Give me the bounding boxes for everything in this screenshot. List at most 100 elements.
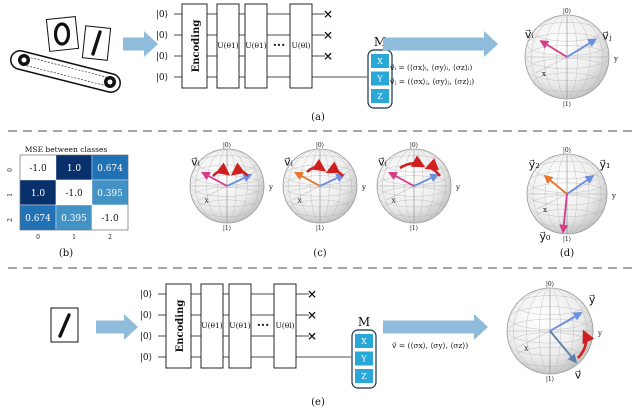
- panel-label-b: (b): [59, 248, 73, 259]
- a-encoding-label: Encoding: [191, 20, 202, 73]
- d-vector-2: [559, 193, 569, 234]
- b-cell-value-0-1: 1.0: [67, 164, 82, 174]
- b-cell-value-1-1: -1.0: [65, 189, 83, 199]
- e-basis-label-X: X: [361, 337, 367, 346]
- b-cell-value-0-2: 0.674: [97, 164, 123, 174]
- c414-rotation-arrow-1: [424, 158, 442, 177]
- a-qubit-label-2: |0⟩: [156, 52, 168, 62]
- c227-ket0-label: |0⟩: [223, 142, 231, 149]
- a-discard-marker-2: ×: [323, 49, 333, 63]
- c320-ket0-label: |0⟩: [316, 142, 324, 149]
- b-cell-1-0: [19, 179, 57, 206]
- c227-vector-1: [226, 173, 253, 187]
- d-vector-1: [566, 174, 595, 195]
- e-flow-arrow-output: [383, 314, 488, 340]
- c320-bloch-sphere: |0⟩|1⟩xyv⃗ᵢ: [282, 142, 366, 232]
- a-qubit-label-1: |0⟩: [156, 31, 168, 41]
- c320-vector-0: [293, 171, 321, 187]
- a-layer-dots: ···: [273, 38, 286, 52]
- b-col-tick-2: 2: [108, 234, 112, 241]
- d-vector-label-1: y⃗₁: [600, 158, 611, 171]
- a-vector-label-0: v⃗ᵢ: [525, 28, 535, 41]
- b-cell-2-2: [91, 204, 129, 231]
- b-cell-value-0-0: -1.0: [29, 164, 47, 174]
- a-axis-x-label: x: [542, 70, 546, 78]
- d-vector-label-2: y⃗₀: [540, 230, 552, 243]
- e-unitary-label-1: U(θ1): [229, 321, 251, 330]
- e-discard-marker-1: ×: [307, 308, 317, 322]
- a-vector-label-1: v⃗ⱼ: [602, 29, 612, 42]
- a-axis-y-label: y: [613, 55, 618, 63]
- e-basis-label-Y: Y: [360, 355, 367, 364]
- e-basis-box-X: [355, 334, 373, 348]
- panel-label-a: (a): [311, 112, 325, 123]
- a-basis-label-Z: Z: [377, 92, 383, 101]
- d-vector-0: [543, 174, 568, 195]
- a-qubit-label-0: |0⟩: [156, 10, 168, 20]
- e-basis-label-Z: Z: [361, 372, 367, 381]
- e-rotation-arrow-0: [577, 329, 595, 359]
- c227-ket1-label: |1⟩: [223, 225, 231, 232]
- e-vector-1: [549, 330, 577, 364]
- b-heatmap-frame: [19, 154, 129, 231]
- c227-rotation-arrow-0: [212, 162, 231, 177]
- a-ket1-label: |1⟩: [563, 101, 571, 108]
- c320-ket1-label: |1⟩: [316, 225, 324, 232]
- d-vector-label-0: y⃗₂: [529, 158, 540, 171]
- e-discard-marker-2: ×: [307, 329, 317, 343]
- e-unitary-block-2: [273, 283, 297, 369]
- e-flow-arrow-input: [96, 314, 138, 340]
- a-vector-1: [566, 38, 598, 58]
- e-discard-marker-0: ×: [307, 287, 317, 301]
- a-unitary-label-2: U(θl): [291, 41, 310, 50]
- c414-rotation-arrow-0: [399, 155, 426, 170]
- e-unitary-block-0: [200, 283, 224, 369]
- d-ket0-label: |0⟩: [563, 147, 571, 154]
- a-qubit-label-3: |0⟩: [156, 73, 168, 83]
- b-cell-value-2-0: 0.674: [25, 214, 51, 224]
- b-cell-value-1-0: 1.0: [31, 189, 46, 199]
- a-vector-0: [539, 40, 568, 58]
- a-basis-box-Z: [371, 89, 389, 103]
- b-cell-0-0: [19, 154, 57, 181]
- a-belt-outline: [10, 50, 121, 93]
- a-flow-arrow-input: [123, 31, 158, 57]
- e-digit-card: [50, 307, 79, 343]
- b-cell-2-1: [55, 204, 93, 231]
- a-basis-label-X: X: [377, 57, 383, 66]
- c320-axis-y-label: y: [361, 184, 366, 192]
- e-vector-def: v⃗ = (⟨σx⟩, ⟨σy⟩, ⟨σz⟩): [392, 341, 468, 350]
- d-axis-y-label: y: [611, 192, 616, 200]
- c227-axis-y-label: y: [268, 184, 273, 192]
- c414-ket1-label: |1⟩: [410, 225, 418, 232]
- a-gear-right-hub: [107, 79, 113, 85]
- e-measurement-label: M: [358, 315, 370, 329]
- a-digit-one-stroke: [91, 30, 102, 56]
- c320-rotation-arrow-0: [306, 158, 327, 173]
- c414-vector-1: [413, 173, 440, 187]
- e-unitary-label-2: U(θl): [275, 321, 294, 330]
- c320-axis-x-label: x: [298, 197, 302, 205]
- panel-label-c: (c): [313, 248, 327, 259]
- c227-vector-label-0: v⃗ᵢ: [191, 156, 201, 169]
- d-axis-x-label: x: [543, 206, 547, 214]
- b-heatmap-title: MSE between classes: [25, 145, 108, 154]
- a-vector-def-i: v⃗ᵢ = (⟨σx⟩ᵢ, ⟨σy⟩ᵢ, ⟨σz⟩ᵢ): [390, 63, 472, 72]
- e-vector-label-0: y⃗: [589, 293, 596, 306]
- b-heatmap: MSE between classes -1.0 1.0 0.674 1.0 -1.0 0.…: [7, 145, 129, 241]
- e-axis-y-label: y: [597, 329, 602, 337]
- a-gear-left-hub: [21, 57, 27, 63]
- e-basis-box-Y: [355, 351, 373, 366]
- b-col-tick-0: 0: [36, 234, 40, 241]
- b-cell-value-1-2: 0.395: [97, 189, 123, 199]
- e-unitary-label-0: U(θ1): [201, 321, 223, 330]
- a-unitary-label-1: U(θ1): [245, 41, 267, 50]
- c320-vector-1: [319, 173, 346, 187]
- panel-label-e: (e): [311, 397, 325, 408]
- c414-vector-0: [387, 171, 415, 187]
- a-belt-teeth: [19, 55, 111, 87]
- e-qubit-label-2: |0⟩: [140, 332, 152, 342]
